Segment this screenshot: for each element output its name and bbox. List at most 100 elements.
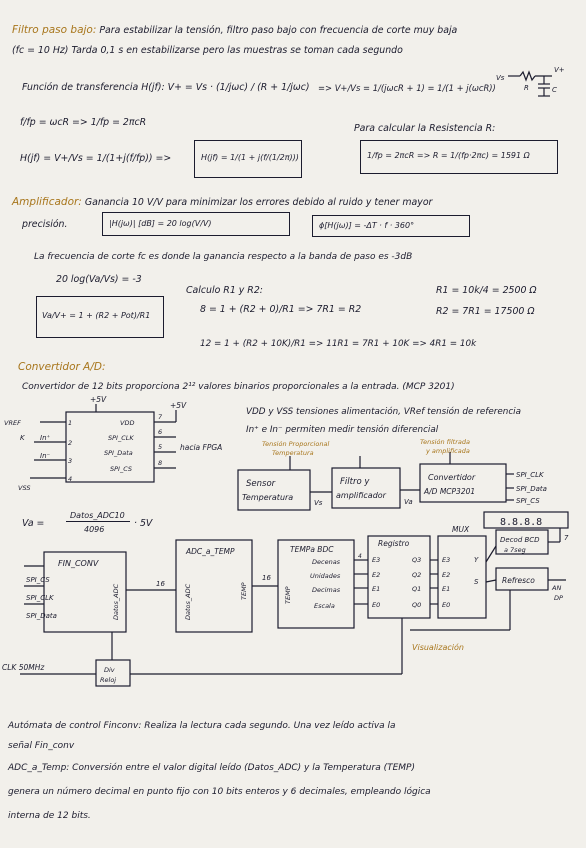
registro-q1: Q1 (412, 585, 421, 593)
tempbdc-in: TEMP (284, 586, 292, 604)
adc-note-2: In⁺ e In⁻ permiten medir tensión diferen… (246, 425, 439, 435)
eq-gain-8: 8 = 1 + (R2 + 0)/R1 => 7R1 = R2 (200, 304, 362, 315)
eq-gain-12: 12 = 1 + (R2 + 10K)/R1 => 11R1 = 7R1 + 1… (200, 339, 477, 349)
tempbdc-row-unidades: Unidades (310, 572, 341, 580)
va-formula-den: 4096 (84, 525, 105, 534)
va-formula-bar (66, 521, 130, 522)
rc-vplus-label: V+ (554, 66, 565, 74)
chip-pin-8-num: 8 (158, 459, 162, 467)
chip-supply-top: +5V (90, 395, 107, 404)
chain-spi-clk: SPI_CLK (516, 471, 545, 479)
chip-supply-right: +5V (170, 401, 187, 410)
rc-c-label: C (552, 86, 557, 94)
chip-pin-data-label: SPI_Data (104, 449, 133, 457)
adctemp-out: TEMP (240, 582, 248, 600)
chain-vs-label: Vs (314, 499, 323, 507)
amp-heading-line: Amplificador: Ganancia 10 V/V para minim… (12, 196, 432, 209)
registro-q3: Q3 (412, 556, 421, 564)
chip-pin-1-label: VREF (4, 419, 21, 427)
chip-pin-2-num: 2 (68, 439, 72, 447)
w-eq: f/fp = ωcR => 1/fp = 2πcR (20, 117, 147, 128)
registro-e1: E1 (372, 585, 380, 593)
calc-r1r2-label: Calculo R1 y R2: (186, 285, 263, 296)
tempbdc-title: TEMPa BDC (290, 545, 334, 554)
h-eq-box-text: H(jf) = 1/(1 + j(f/(1/2π))) (201, 153, 299, 162)
h-eq: H(jf) = V+/Vs = 1/(1+j(f/fp)) => (20, 153, 172, 164)
calc-r-label: Para calcular la Resistencia R: (354, 123, 496, 134)
amp-heading: Amplificador: (12, 196, 82, 208)
mux-e0: E0 (442, 601, 450, 609)
adc-note-1: VDD y VSS tensiones alimentación, VRef t… (246, 407, 522, 417)
chain-spi-cs: SPI_CS (516, 497, 540, 505)
finconv-out-datos: Datos_ADC (112, 583, 120, 620)
log-eq: 20 log(Va/Vs) = -3 (56, 274, 142, 285)
adc-intro: Convertidor de 12 bits proporciona 2¹² v… (22, 382, 455, 392)
h-eq-box: H(jf) = 1/(1 + j(f/(1/2π))) (194, 140, 302, 178)
r-result-box: 1/fp = 2πcR => R = 1/(fp·2πc) = 1591 Ω (360, 140, 558, 174)
amp-intro-1: Ganancia 10 V/V para minimizar los error… (84, 197, 433, 208)
clk-label: CLK 50MHz (2, 663, 45, 672)
refresco-dp: DP (554, 594, 563, 602)
chip-pin-3-num: 3 (68, 457, 72, 465)
registro-title: Registro (378, 539, 410, 548)
chip-pin-4-num: 4 (68, 475, 72, 483)
note-filter-2: y amplificada (425, 447, 470, 455)
gain-box-text: |H(jω)| [dB] = 20 log(V/V) (109, 219, 212, 228)
chip-pin-7-num: 7 (158, 413, 163, 421)
visualizacion-label: Visualización (412, 642, 464, 652)
gain-box: |H(jω)| [dB] = 20 log(V/V) (102, 212, 290, 236)
mux-e3: E3 (442, 556, 450, 564)
chip-vss-label: VSS (18, 484, 30, 492)
transfer-label: Función de transferencia H(jf): (22, 82, 165, 93)
chip-pin-1-num: 1 (68, 419, 72, 427)
tempbdc-row-escala: Escala (314, 602, 335, 610)
registro-e3: E3 (372, 556, 380, 564)
va-formula-lhs: Va = (22, 518, 45, 529)
finconv-port-clk: SPI_CLK (26, 594, 55, 602)
footer-p2a: ADC_a_Temp: Conversión entre el valor di… (8, 763, 415, 773)
seven-seg-display: 8.8.8.8 (500, 517, 542, 528)
decod-title: Decod BCD (500, 536, 540, 544)
va-box-text: Va/V+ = 1 + (R2 + Pot)/R1 (42, 311, 151, 320)
registro-q2: Q2 (412, 571, 421, 579)
rc-vs-label: Vs (496, 74, 505, 82)
adctemp-title: ADC_a_TEMP (185, 547, 235, 556)
adc-box-line-1: Convertidor (428, 473, 476, 482)
chain-spi-data: SPI_Data (516, 485, 547, 493)
chip-pin-clk-label: SPI_CLK (108, 434, 134, 442)
footer-p1b: señal Fin_conv (8, 741, 75, 751)
footer-p2c: interna de 12 bits. (8, 811, 91, 821)
transfer-eq-2: => V+/Vs = 1/(jωcR + 1) = 1/(1 + j(ωcR)) (318, 83, 496, 93)
tempbdc-row-decenas: Decenas (312, 558, 341, 566)
va-formula-tail: · 5V (134, 518, 153, 529)
mux-s: S (474, 578, 479, 586)
r-result-text: 1/fp = 2πcR => R = 1/(fp·2πc) = 1591 Ω (367, 151, 530, 160)
rc-r-label: R (524, 84, 529, 92)
decod-bus-7: 7 (564, 534, 569, 542)
bus-16-a: 16 (156, 580, 165, 588)
phase-box: ϕ[H(jω)] = -ΔT · f · 360° (312, 215, 470, 237)
va-formula-num: Datos_ADC10 (70, 511, 125, 520)
chain-va-label: Va (404, 498, 413, 506)
mux-e1: E1 (442, 585, 450, 593)
chip-pin-vdd-label: VDD (120, 419, 134, 427)
registro-e2: E2 (372, 571, 380, 579)
va-box: Va/V+ = 1 + (R2 + Pot)/R1 (36, 296, 164, 338)
bus-16-b: 16 (262, 574, 271, 582)
registro-e0: E0 (372, 601, 380, 609)
refresco-title: Refresco (502, 576, 535, 585)
sensor-line-2: Temperatura (242, 493, 293, 502)
r1-value: R1 = 10k/4 = 2500 Ω (436, 285, 537, 296)
adc-heading: Convertidor A/D: (18, 361, 106, 373)
finconv-port-data: SPI_Data (26, 612, 57, 620)
r2-value: R2 = 7R1 = 17500 Ω (436, 306, 535, 317)
chip-pin-6-num: 6 (158, 428, 162, 436)
chip-pin-3-label: In⁻ (40, 452, 51, 460)
decod-sub: a 7seg (504, 546, 526, 554)
phase-box-text: ϕ[H(jω)] = -ΔT · f · 360° (319, 221, 415, 230)
mux-e2: E2 (442, 571, 450, 579)
tempbdc-row-decimas: Decimas (312, 586, 341, 594)
filter-line-2: amplificador (336, 491, 387, 500)
adc-box-line-2: A/D MCP3201 (423, 487, 475, 496)
